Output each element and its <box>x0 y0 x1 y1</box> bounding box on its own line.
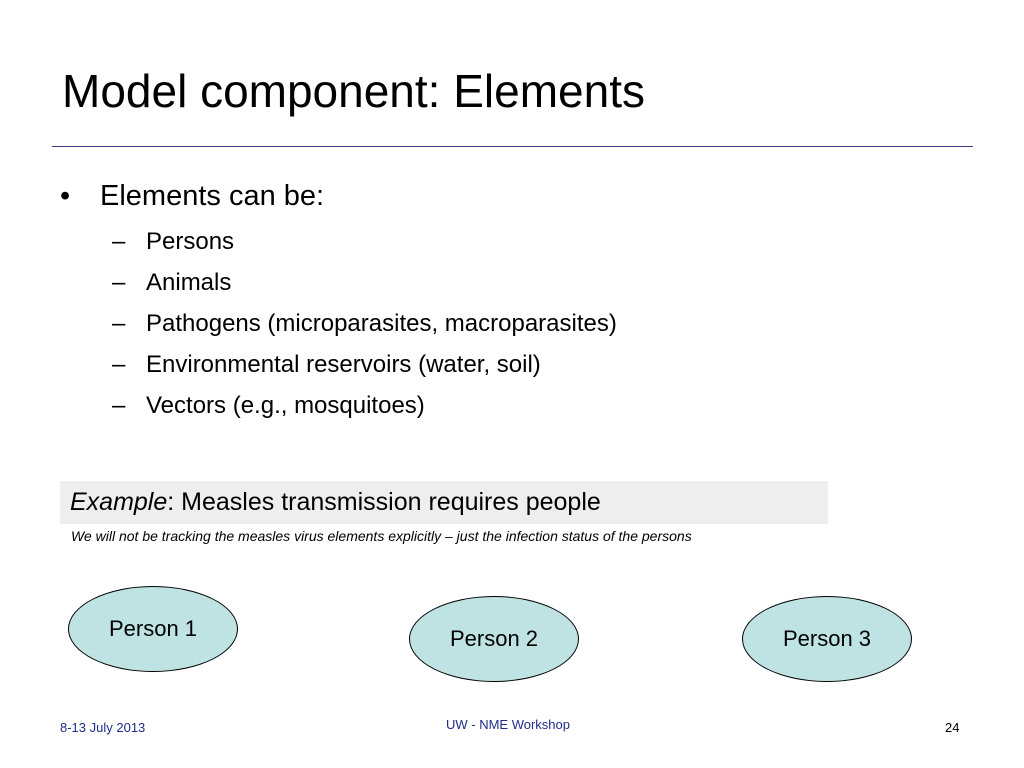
sub-bullet-text: Animals <box>146 269 232 296</box>
sub-bullet-text: Vectors (e.g., mosquitoes) <box>146 392 425 419</box>
sub-bullet-marker: – <box>112 310 126 337</box>
sub-bullet-marker: – <box>112 351 126 378</box>
sub-bullet-item: –Vectors (e.g., mosquitoes) <box>112 389 617 430</box>
main-bullet: • Elements can be: <box>60 180 324 213</box>
main-bullet-text: Elements can be: <box>100 180 325 212</box>
person-1-label: Person 1 <box>108 616 198 641</box>
bullet-marker: • <box>60 180 71 212</box>
example-text: : Measles transmission requires people <box>167 488 601 516</box>
example-note: We will not be tracking the measles viru… <box>71 528 692 544</box>
sub-bullet-list: –Persons –Animals –Pathogens (microparas… <box>112 225 617 430</box>
slide-title: Model component: Elements <box>62 65 645 117</box>
person-3-label: Person 3 <box>782 626 872 651</box>
person-2-label: Person 2 <box>449 626 539 651</box>
sub-bullet-marker: – <box>112 228 126 255</box>
person-3-node: Person 3 <box>742 596 912 682</box>
sub-bullet-text: Pathogens (microparasites, macroparasite… <box>146 310 617 337</box>
sub-bullet-item: –Pathogens (microparasites, macroparasit… <box>112 307 617 348</box>
example-label: Example <box>70 488 168 516</box>
footer-event: UW - NME Workshop <box>446 717 570 732</box>
slide-number: 24 <box>945 720 960 735</box>
sub-bullet-item: –Animals <box>112 266 617 307</box>
footer-date: 8-13 July 2013 <box>60 720 146 735</box>
sub-bullet-text: Environmental reservoirs (water, soil) <box>146 351 541 378</box>
sub-bullet-marker: – <box>112 392 126 419</box>
example-box: Example: Measles transmission requires p… <box>60 481 828 524</box>
title-divider <box>52 146 973 147</box>
person-2-node: Person 2 <box>409 596 579 682</box>
sub-bullet-text: Persons <box>146 228 235 255</box>
person-1-node: Person 1 <box>68 586 238 672</box>
sub-bullet-item: –Environmental reservoirs (water, soil) <box>112 348 617 389</box>
sub-bullet-item: –Persons <box>112 225 617 266</box>
sub-bullet-marker: – <box>112 269 126 296</box>
